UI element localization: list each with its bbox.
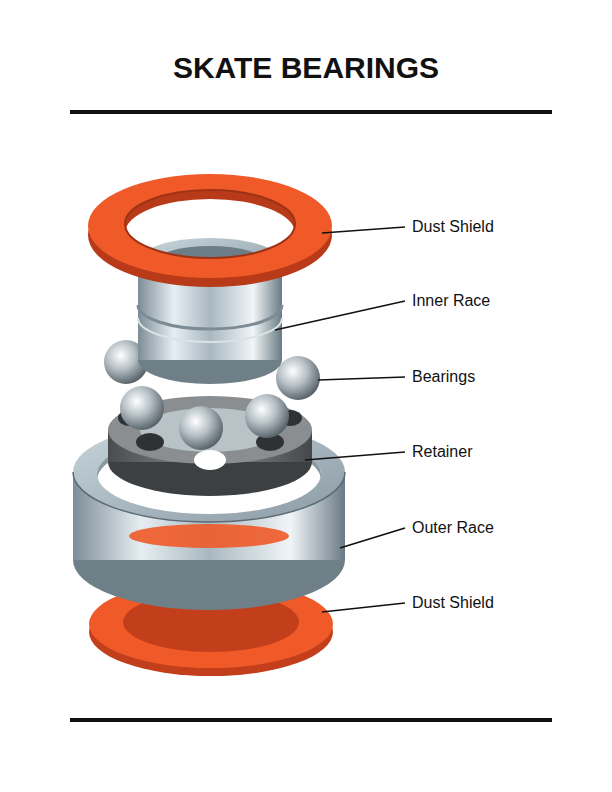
rule <box>70 110 552 114</box>
outer-race <box>73 422 345 610</box>
part-label: Retainer <box>412 442 472 462</box>
part-label: Inner Race <box>412 291 490 311</box>
part-label: Dust Shield <box>412 217 494 237</box>
title: SKATE BEARINGS <box>0 50 612 86</box>
part-label: Dust Shield <box>412 593 494 613</box>
top-dust-shield <box>88 174 332 287</box>
part-label: Outer Race <box>412 518 494 538</box>
rule <box>70 718 552 722</box>
part-label: Bearings <box>412 367 475 387</box>
leader-lines <box>275 227 405 612</box>
